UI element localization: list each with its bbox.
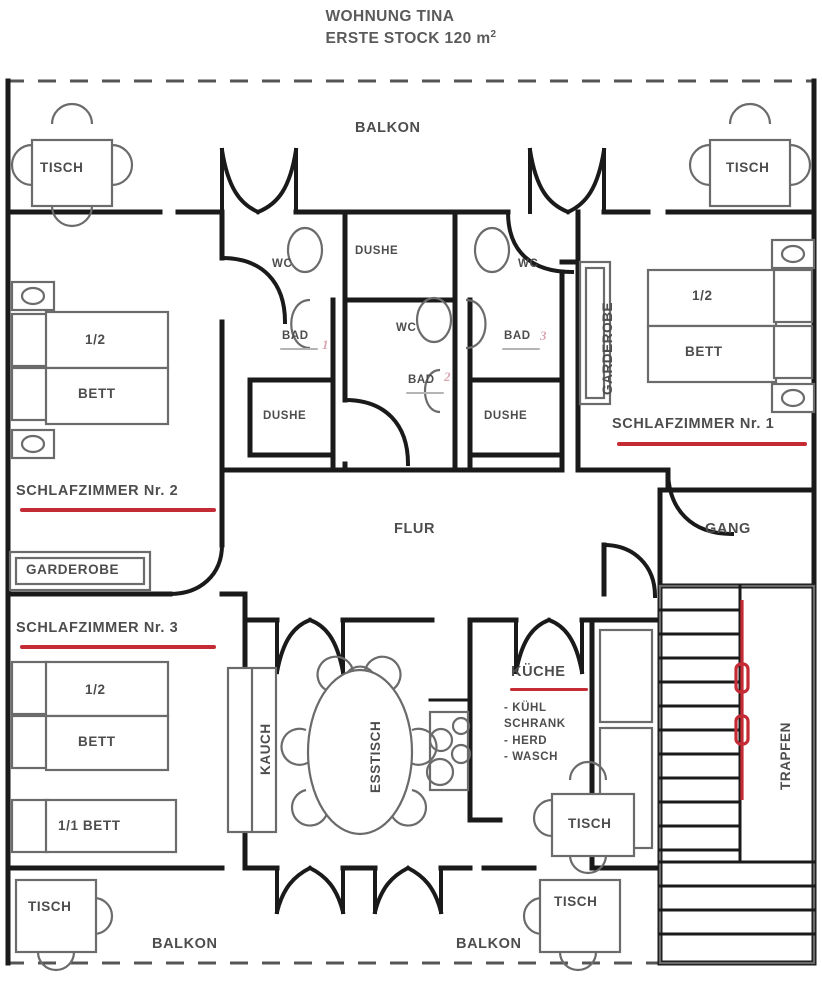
plan-title-line1: WOHNUNG TINA [325,8,455,25]
bed-bedroom-3 [10,660,178,854]
underline-bedroom-3 [20,645,216,649]
underline-kitchen [510,688,588,691]
plan-title: WOHNUNG TINA ERSTE STOCK 120 m2 [0,6,822,51]
underline-bad-2 [406,392,444,394]
top-balcony-inner-wall [5,147,817,303]
table-balcony-bottom-left [14,878,114,972]
underline-bedroom-2 [20,508,216,512]
table-balcony-top-left [10,102,134,228]
plan-title-line2: ERSTE STOCK 120 m2 [326,28,497,51]
bed-bedroom-2 [10,280,170,460]
plan-title-superscript: 2 [490,29,497,41]
bathroom-2 [342,296,458,473]
underline-bedroom-1 [617,442,807,446]
underline-bad-3 [502,348,540,350]
bathroom-3 [465,209,575,473]
couch [226,666,278,834]
bedroom2-partition [5,209,288,597]
staircase [658,584,816,965]
outer-boundary-dashed [6,79,816,965]
plan-title-area: ERSTE STOCK 120 m [325,30,491,48]
wardrobe-bedroom-1 [578,260,612,406]
dining-table [280,655,438,836]
underline-bad-1 [280,348,318,350]
bathroom-1 [247,226,336,473]
table-kitchen-corner [532,760,636,875]
table-balcony-bottom-right [522,878,622,972]
flur-walls [219,542,663,675]
bed-bedroom-1 [646,238,816,414]
living-bottom-wall [274,865,663,915]
table-balcony-top-right [688,102,812,208]
wardrobe-bedroom-2 [8,550,152,592]
